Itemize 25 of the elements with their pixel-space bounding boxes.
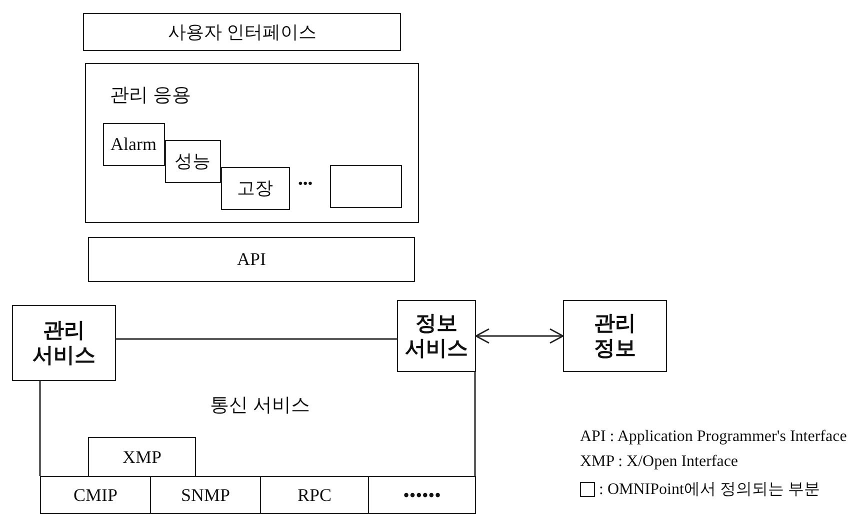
area-label: 통신 서비스: [210, 394, 310, 418]
layer-box: 사용자 인터페이스: [83, 13, 401, 51]
connector-line: [116, 338, 397, 340]
module-box: Alarm: [102, 122, 164, 166]
layer-box: API: [88, 237, 415, 282]
information-box: 관리 정보: [563, 300, 667, 372]
protocol-box: RPC: [260, 476, 369, 514]
module-box: 성능: [164, 140, 220, 182]
box-heading: 관리 응용: [110, 84, 191, 108]
ellipsis-dots: •••: [298, 177, 313, 193]
protocol-box: CMIP: [40, 476, 151, 514]
protocol-box: ••••••: [368, 476, 476, 514]
protocol-box: XMP: [88, 437, 196, 477]
service-box: 관리 서비스: [12, 305, 116, 381]
application-box: [85, 63, 419, 223]
service-box: 정보 서비스: [397, 300, 476, 372]
double-arrow: [475, 328, 564, 344]
abbreviation-note: API : Application Programmer's Interface: [580, 428, 847, 446]
abbreviation-note: XMP : X/Open Interface: [580, 453, 738, 471]
legend-text: : OMNIPoint에서 정의되는 부분: [599, 480, 820, 500]
connector-line: [39, 381, 41, 476]
module-box: 고장: [220, 166, 290, 210]
empty-box: [330, 164, 402, 208]
protocol-box: SNMP: [150, 476, 261, 514]
connector-line: [474, 372, 476, 476]
